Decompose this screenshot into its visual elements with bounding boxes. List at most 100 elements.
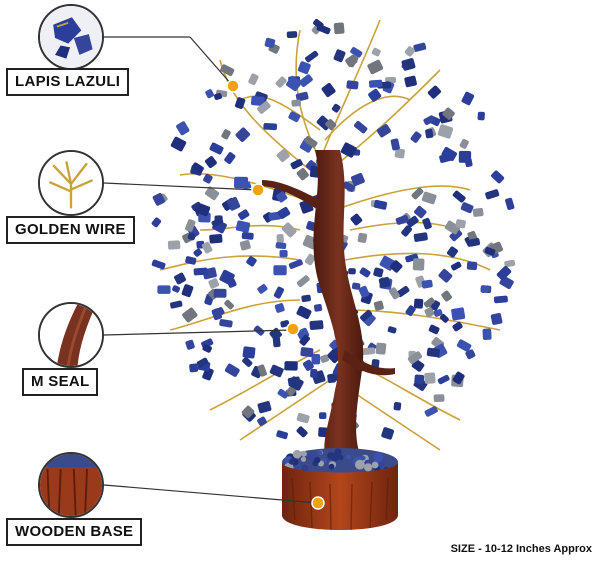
lapis-leaf bbox=[465, 349, 476, 360]
lapis-leaf bbox=[305, 50, 319, 63]
lapis-leaf bbox=[211, 308, 223, 321]
lapis-leaf bbox=[442, 107, 455, 120]
lapis-leaf bbox=[219, 269, 235, 285]
lapis-leaf bbox=[320, 354, 329, 363]
wooden-base-label: WOODEN BASE bbox=[6, 518, 143, 546]
lapis-leaf bbox=[213, 93, 223, 100]
lapis-marker-dot bbox=[226, 79, 240, 93]
trunk-branch-right bbox=[342, 350, 395, 376]
lapis-leaf bbox=[424, 372, 436, 384]
base-stone-chip bbox=[371, 461, 379, 469]
lapis-leaf bbox=[185, 219, 196, 232]
lapis-leaf bbox=[297, 61, 311, 75]
lapis-leaf bbox=[427, 85, 441, 99]
base-stone-chip bbox=[337, 454, 344, 461]
lapis-leaf bbox=[264, 37, 276, 49]
lapis-leaf bbox=[193, 267, 208, 276]
base-stone-chip bbox=[334, 448, 342, 456]
lapis-leaf bbox=[405, 305, 416, 317]
lapis-leaf bbox=[381, 427, 395, 440]
lapis-leaf bbox=[170, 136, 187, 152]
lapis-leaf bbox=[360, 309, 372, 322]
lapis-leaf bbox=[257, 284, 268, 294]
base-stone-chip bbox=[301, 464, 309, 472]
lapis-leaf bbox=[437, 374, 450, 385]
lapis-leaf bbox=[300, 347, 314, 358]
lapis-leaf bbox=[410, 131, 422, 143]
base-stone-chip bbox=[301, 456, 306, 462]
lapis-leaf bbox=[174, 272, 187, 285]
m-seal-trunk-icon bbox=[40, 304, 102, 366]
base-stone-chip bbox=[300, 450, 307, 457]
lapis-lazuli-thumbnail bbox=[38, 4, 104, 70]
base-stone-chip bbox=[361, 455, 366, 461]
base-stone-chip bbox=[364, 463, 373, 472]
base-marker-dot bbox=[311, 496, 325, 510]
lapis-leaf bbox=[313, 304, 323, 312]
lapis-leaf bbox=[241, 405, 255, 419]
lapis-leaf bbox=[368, 79, 383, 88]
lapis-leaf bbox=[358, 285, 370, 298]
lapis-leaf bbox=[276, 430, 288, 440]
lapis-leaf bbox=[221, 129, 231, 140]
base-stone-chip bbox=[355, 459, 365, 470]
lapis-leaf bbox=[288, 111, 301, 123]
lapis-leaf bbox=[313, 19, 324, 29]
lapis-leaf bbox=[280, 320, 290, 328]
lapis-leaf bbox=[299, 334, 310, 346]
base-stone-chip bbox=[346, 454, 351, 460]
lapis-leaf bbox=[151, 259, 166, 270]
base-stone-chip bbox=[327, 452, 335, 460]
lapis-leaf bbox=[208, 278, 220, 289]
lapis-leaf bbox=[277, 388, 289, 399]
lapis-leaf bbox=[333, 22, 345, 35]
lapis-leaf bbox=[296, 412, 310, 424]
lapis-leaf bbox=[504, 259, 516, 268]
lapis-leaf bbox=[214, 215, 223, 222]
lapis-leaf bbox=[209, 234, 223, 244]
lapis-leaf bbox=[350, 213, 363, 226]
lapis-leaf bbox=[275, 76, 287, 88]
m-seal-thumbnail bbox=[38, 302, 104, 368]
base-stone-chip bbox=[313, 456, 321, 464]
lapis-leaf bbox=[205, 89, 214, 99]
lapis-leaf bbox=[426, 347, 440, 358]
lapis-leaf bbox=[224, 363, 240, 377]
lapis-leaf bbox=[152, 193, 166, 206]
lapis-leaf bbox=[304, 135, 318, 148]
lapis-leaf bbox=[301, 294, 311, 303]
lapis-leaf bbox=[250, 95, 265, 107]
lapis-leaf bbox=[288, 259, 303, 269]
lapis-leaf bbox=[257, 416, 267, 427]
base-stone-chip bbox=[292, 449, 302, 459]
lapis-leaf bbox=[310, 368, 318, 378]
lapis-leaf bbox=[288, 376, 304, 391]
lapis-leaf bbox=[433, 309, 443, 317]
lapis-leaf bbox=[413, 298, 424, 309]
lapis-leaf bbox=[290, 159, 303, 170]
lapis-leaf bbox=[220, 64, 235, 76]
lapis-leaf bbox=[296, 305, 312, 320]
base-stone-chip bbox=[307, 453, 314, 460]
golden-wire-icon bbox=[40, 152, 102, 214]
lapis-leaf bbox=[413, 232, 428, 242]
lapis-leaf bbox=[361, 347, 376, 356]
lapis-leaf bbox=[257, 364, 267, 377]
lapis-leaf bbox=[241, 232, 254, 240]
m-seal-label: M SEAL bbox=[22, 368, 99, 396]
lapis-leaf bbox=[172, 285, 181, 293]
lapis-leaf bbox=[375, 342, 387, 355]
lapis-leaf bbox=[441, 290, 452, 302]
lapis-leaf bbox=[284, 361, 298, 371]
lapis-leaf bbox=[277, 206, 291, 219]
lapis-leaf bbox=[176, 121, 190, 136]
lapis-leaf bbox=[350, 47, 363, 58]
lapis-leaf bbox=[373, 199, 388, 210]
lapis-leaf bbox=[157, 285, 171, 294]
lapis-leaf bbox=[191, 201, 202, 211]
lapis-leaf bbox=[439, 314, 449, 323]
lapis-leaf bbox=[444, 220, 461, 235]
lapis-leaf bbox=[437, 124, 454, 139]
golden-wire-label: GOLDEN WIRE bbox=[6, 216, 135, 244]
